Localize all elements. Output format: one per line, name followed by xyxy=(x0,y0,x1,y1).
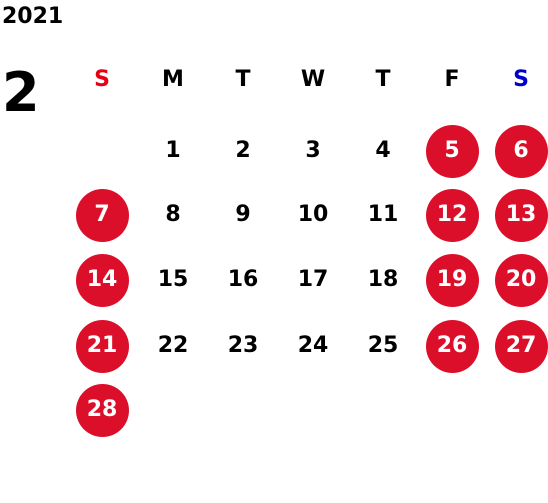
day-cell-4: 4 xyxy=(355,123,411,179)
day-cell-10: 10 xyxy=(285,187,341,243)
day-cell-16: 16 xyxy=(215,252,271,308)
highlight-circle: 26 xyxy=(425,319,479,373)
day-number: 23 xyxy=(227,333,259,358)
day-cell-23: 23 xyxy=(215,318,271,374)
day-number: 8 xyxy=(165,202,181,227)
day-cell-28: 28 xyxy=(74,382,130,438)
day-number: 19 xyxy=(436,267,468,292)
weekday-header-6: S xyxy=(513,67,529,92)
day-number: 5 xyxy=(444,138,460,163)
day-number: 7 xyxy=(94,202,110,227)
day-cell-14: 14 xyxy=(74,252,130,308)
day-number: 28 xyxy=(86,397,118,422)
day-number: 11 xyxy=(367,202,399,227)
weekday-header-4: T xyxy=(375,67,391,92)
day-number: 16 xyxy=(227,267,259,292)
day-cell-12: 12 xyxy=(424,187,480,243)
day-cell-7: 7 xyxy=(74,187,130,243)
day-cell-3: 3 xyxy=(285,123,341,179)
day-cell-20: 20 xyxy=(493,252,548,308)
weekday-header-0: S xyxy=(94,67,110,92)
day-cell-25: 25 xyxy=(355,318,411,374)
weekday-header-1: M xyxy=(162,67,184,92)
day-number: 4 xyxy=(375,138,391,163)
highlight-circle: 7 xyxy=(75,188,129,242)
day-cell-9: 9 xyxy=(215,187,271,243)
year-label: 2021 xyxy=(2,4,64,29)
day-cell-26: 26 xyxy=(424,318,480,374)
weekday-header-3: W xyxy=(300,67,326,92)
highlight-circle: 28 xyxy=(75,383,129,437)
highlight-circle: 20 xyxy=(494,253,548,307)
day-number: 2 xyxy=(235,138,251,163)
day-number: 6 xyxy=(513,138,529,163)
day-number: 12 xyxy=(436,202,468,227)
highlight-circle: 27 xyxy=(494,319,548,373)
day-number: 21 xyxy=(86,333,118,358)
day-cell-13: 13 xyxy=(493,187,548,243)
day-number: 9 xyxy=(235,202,251,227)
day-cell-5: 5 xyxy=(424,123,480,179)
day-number: 17 xyxy=(297,267,329,292)
day-cell-8: 8 xyxy=(145,187,201,243)
month-number: 2 xyxy=(2,61,40,124)
day-number: 15 xyxy=(157,267,189,292)
day-cell-22: 22 xyxy=(145,318,201,374)
day-cell-1: 1 xyxy=(145,123,201,179)
day-cell-27: 27 xyxy=(493,318,548,374)
day-cell-18: 18 xyxy=(355,252,411,308)
day-cell-2: 2 xyxy=(215,123,271,179)
day-number: 26 xyxy=(436,333,468,358)
day-number: 14 xyxy=(86,267,118,292)
day-number: 24 xyxy=(297,333,329,358)
day-number: 13 xyxy=(505,202,537,227)
day-number: 20 xyxy=(505,267,537,292)
day-cell-6: 6 xyxy=(493,123,548,179)
day-number: 25 xyxy=(367,333,399,358)
highlight-circle: 13 xyxy=(494,188,548,242)
highlight-circle: 12 xyxy=(425,188,479,242)
day-number: 3 xyxy=(305,138,321,163)
day-number: 1 xyxy=(165,138,181,163)
day-number: 10 xyxy=(297,202,329,227)
day-cell-11: 11 xyxy=(355,187,411,243)
day-cell-15: 15 xyxy=(145,252,201,308)
weekday-header-2: T xyxy=(235,67,251,92)
day-number: 18 xyxy=(367,267,399,292)
highlight-circle: 19 xyxy=(425,253,479,307)
day-cell-21: 21 xyxy=(74,318,130,374)
day-cell-24: 24 xyxy=(285,318,341,374)
day-number: 27 xyxy=(505,333,537,358)
day-number: 22 xyxy=(157,333,189,358)
day-cell-17: 17 xyxy=(285,252,341,308)
highlight-circle: 6 xyxy=(494,124,548,178)
highlight-circle: 21 xyxy=(75,319,129,373)
highlight-circle: 14 xyxy=(75,253,129,307)
highlight-circle: 5 xyxy=(425,124,479,178)
weekday-header-5: F xyxy=(444,67,460,92)
day-cell-19: 19 xyxy=(424,252,480,308)
